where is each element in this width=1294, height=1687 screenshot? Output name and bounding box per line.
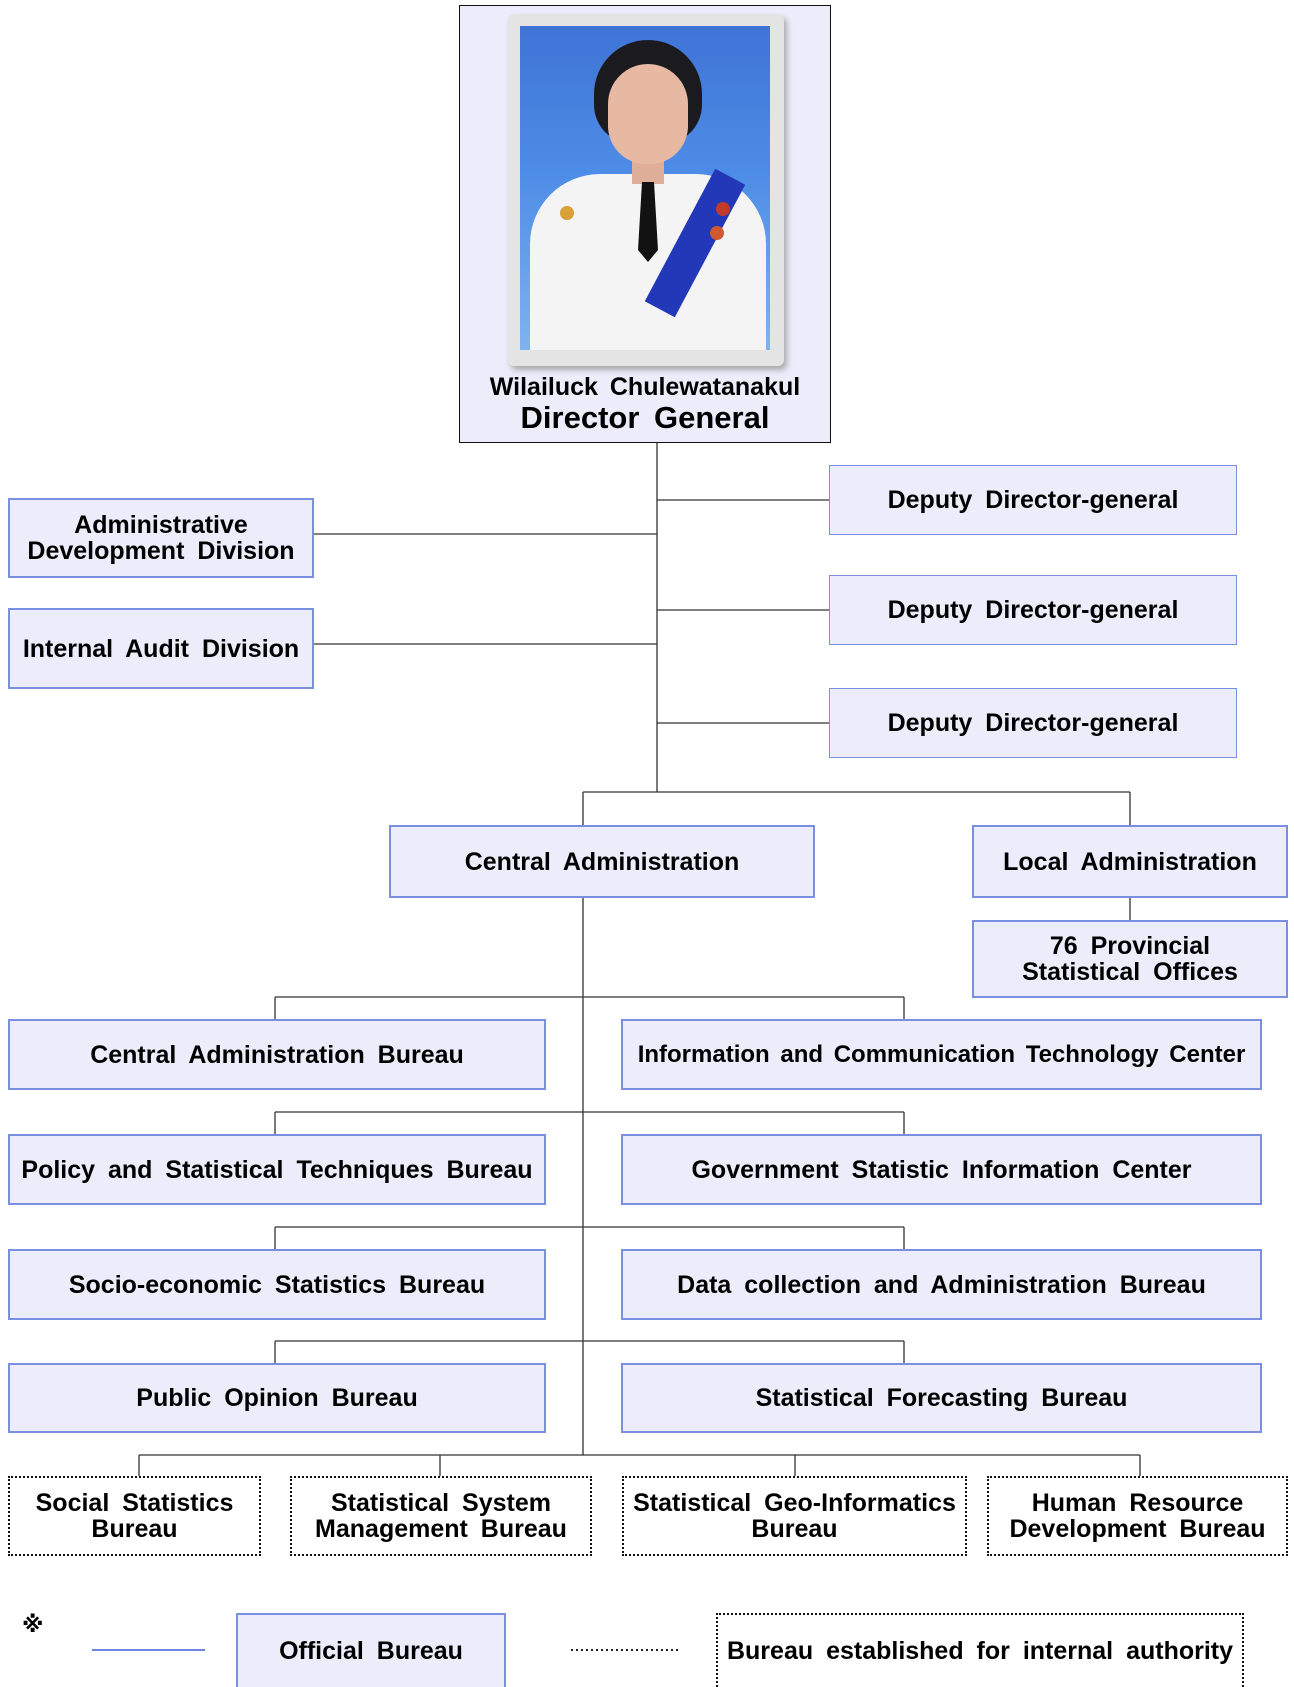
legend-official-label: Official Bureau [279, 1637, 463, 1665]
central-administration-label: Central Administration [464, 847, 740, 876]
deputy-label: Deputy Director-general [887, 486, 1179, 514]
bureau-label: Socio-economic Statistics Bureau [68, 1270, 486, 1299]
director-title: Director General [520, 400, 770, 435]
central-administration-bureau: Central Administration Bureau [8, 1019, 546, 1090]
social-statistics-bureau: Social Statistics Bureau [8, 1476, 261, 1556]
bureau-label: Statistical Geo-Informatics Bureau [633, 1489, 956, 1543]
legend-internal-label: Bureau established for internal authorit… [726, 1637, 1234, 1665]
government-statistic-information-center: Government Statistic Information Center [621, 1134, 1262, 1205]
policy-and-statistical-techniques-bureau: Policy and Statistical Techniques Bureau [8, 1134, 546, 1205]
legend-symbol: ※ [22, 1612, 44, 1637]
ict-center: Information and Communication Technology… [621, 1019, 1262, 1090]
division-label: Internal Audit Division [22, 634, 300, 663]
director-box: Wilailuck Chulewatanakul Director Genera… [459, 5, 831, 443]
provincial-offices-label: 76 Provincial Statistical Offices [1022, 932, 1238, 986]
deputy-director-general-1: Deputy Director-general [829, 465, 1237, 535]
bureau-label: Social Statistics Bureau [35, 1489, 234, 1543]
bureau-label: Policy and Statistical Techniques Bureau [21, 1155, 533, 1184]
deputy-director-general-3: Deputy Director-general [829, 688, 1237, 758]
division-label: Administrative Development Division [27, 511, 295, 565]
data-collection-and-administration-bureau: Data collection and Administration Burea… [621, 1249, 1262, 1320]
director-photo [508, 14, 784, 366]
bureau-label: Public Opinion Bureau [136, 1384, 418, 1412]
bureau-label: Central Administration Bureau [90, 1040, 464, 1069]
public-opinion-bureau: Public Opinion Bureau [8, 1363, 546, 1433]
bureau-label: Human Resource Development Bureau [1009, 1489, 1266, 1543]
administrative-development-division: Administrative Development Division [8, 498, 314, 578]
legend-internal-bureau: Bureau established for internal authorit… [716, 1613, 1244, 1687]
bureau-label: Statistical System Management Bureau [315, 1489, 567, 1543]
bureau-label: Government Statistic Information Center [691, 1155, 1192, 1184]
deputy-label: Deputy Director-general [887, 596, 1179, 624]
central-administration: Central Administration [389, 825, 815, 898]
statistical-forecasting-bureau: Statistical Forecasting Bureau [621, 1363, 1262, 1433]
local-administration: Local Administration [972, 825, 1288, 898]
statistical-geo-informatics-bureau: Statistical Geo-Informatics Bureau [622, 1476, 967, 1556]
provincial-statistical-offices: 76 Provincial Statistical Offices [972, 920, 1288, 998]
internal-audit-division: Internal Audit Division [8, 608, 314, 689]
statistical-system-management-bureau: Statistical System Management Bureau [290, 1476, 592, 1556]
bureau-label: Data collection and Administration Burea… [677, 1270, 1206, 1299]
local-administration-label: Local Administration [1003, 847, 1257, 876]
human-resource-development-bureau: Human Resource Development Bureau [987, 1476, 1288, 1556]
socio-economic-statistics-bureau: Socio-economic Statistics Bureau [8, 1249, 546, 1320]
bureau-label: Statistical Forecasting Bureau [755, 1384, 1128, 1412]
deputy-label: Deputy Director-general [887, 709, 1179, 737]
bureau-label: Information and Communication Technology… [637, 1040, 1246, 1068]
legend-official-bureau: Official Bureau [236, 1613, 506, 1687]
director-name: Wilailuck Chulewatanakul [489, 373, 801, 401]
deputy-director-general-2: Deputy Director-general [829, 575, 1237, 645]
